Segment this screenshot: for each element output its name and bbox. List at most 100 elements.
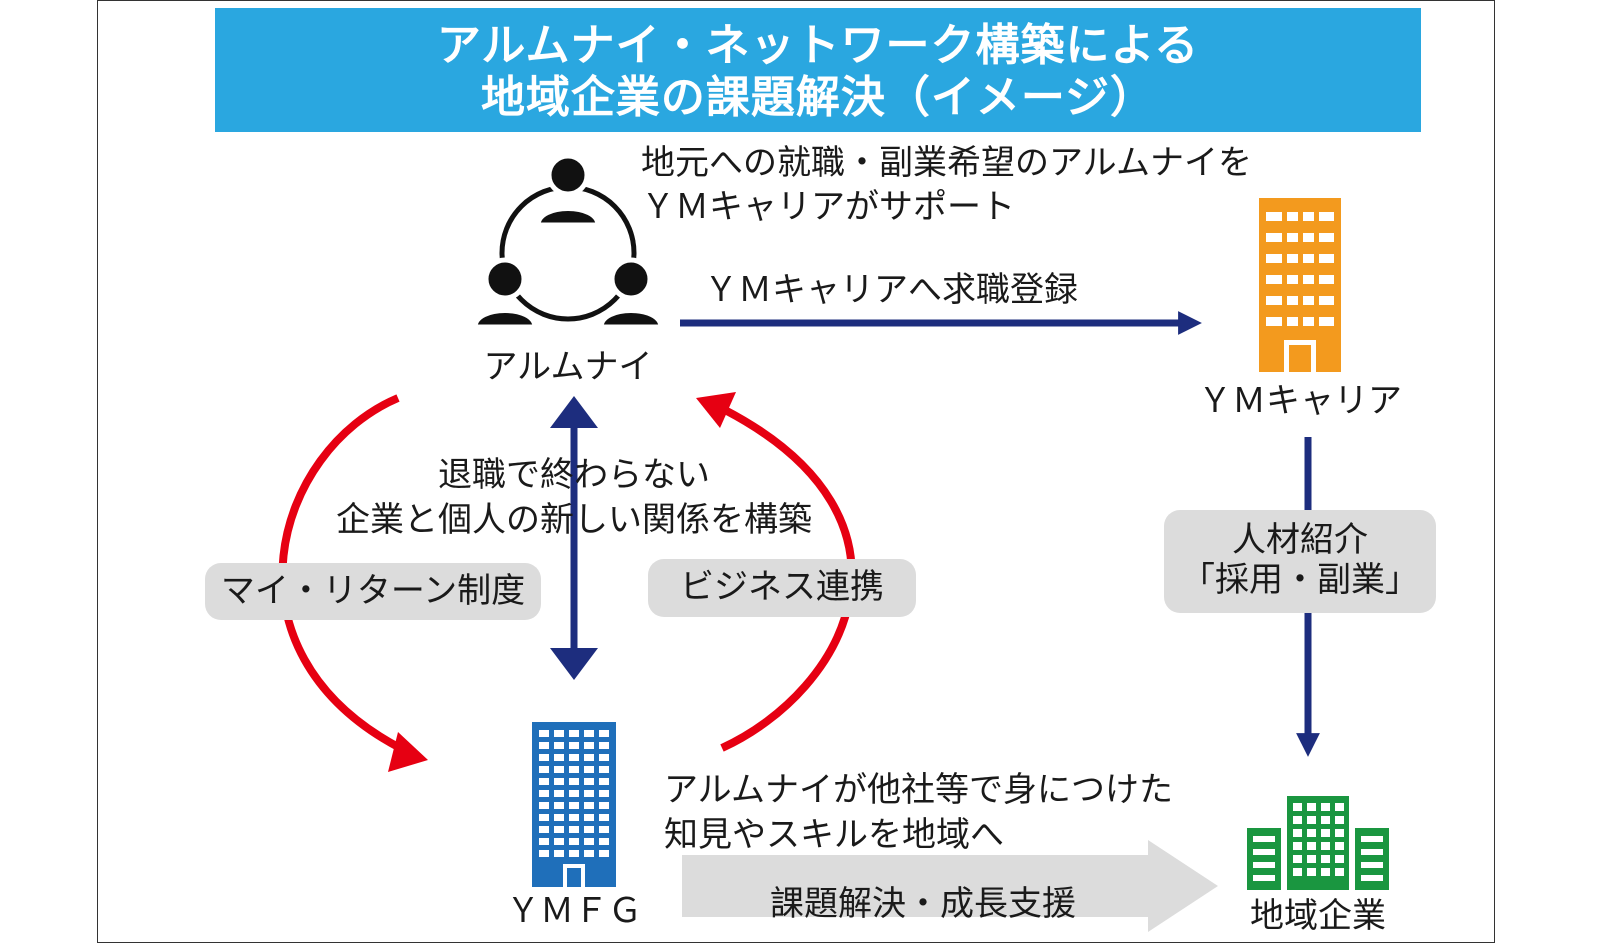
ymfg-window	[554, 766, 564, 773]
ymfg-window	[569, 826, 579, 833]
title-line-2: 地域企業の課題解決（イメージ）	[480, 72, 1156, 123]
company-window	[1335, 855, 1344, 863]
company-window	[1293, 803, 1302, 811]
diagram-frame	[97, 0, 1495, 943]
ymfg-window	[569, 754, 579, 761]
company-window	[1361, 862, 1383, 868]
support-note-line-2: ＹＭキャリアがサポート	[641, 187, 1015, 227]
ymfg-window	[539, 730, 549, 737]
company-window	[1293, 868, 1302, 876]
ymfg-building-icon	[532, 722, 616, 887]
company-window	[1321, 803, 1330, 811]
company-window	[1335, 816, 1344, 824]
ymfg-window	[584, 826, 594, 833]
ymfg-window	[554, 778, 564, 785]
ymfg-window	[539, 742, 549, 749]
company-window	[1307, 829, 1316, 837]
company-window	[1307, 868, 1316, 876]
ymfg-window	[584, 778, 594, 785]
ymfg-window	[599, 778, 609, 785]
ymfg-window	[539, 802, 549, 809]
ymfg-window	[584, 730, 594, 737]
ymfg-window	[554, 850, 564, 857]
ymfg-window	[539, 766, 549, 773]
ymfg-window	[569, 742, 579, 749]
ymfg-window	[554, 790, 564, 797]
ymfg-window	[554, 802, 564, 809]
ymfg-window	[584, 742, 594, 749]
ymfg-window	[599, 838, 609, 845]
company-window	[1253, 849, 1275, 855]
title-banner: アルムナイ・ネットワーク構築による 地域企業の課題解決（イメージ）	[215, 8, 1421, 132]
ymfg-window	[599, 754, 609, 761]
company-window	[1361, 849, 1383, 855]
company-window	[1253, 875, 1275, 881]
support-grey-arrow	[682, 840, 1218, 932]
ymfg-window	[569, 766, 579, 773]
ymfg-window	[554, 730, 564, 737]
ymfg-window	[599, 766, 609, 773]
ymfg-window	[554, 814, 564, 821]
ymfg-window	[584, 754, 594, 761]
person-icon-top	[535, 153, 601, 228]
company-window	[1293, 829, 1302, 837]
person-icon-right	[598, 257, 664, 330]
ymfg-window	[539, 850, 549, 857]
ymfg-window	[584, 838, 594, 845]
company-window	[1361, 836, 1383, 842]
company-window	[1335, 842, 1344, 850]
ymfg-window	[584, 814, 594, 821]
ymfg-window	[599, 850, 609, 857]
company-window	[1321, 855, 1330, 863]
company-window	[1307, 816, 1316, 824]
ymfg-label: ＹＭＦＧ	[506, 891, 642, 931]
ymfg-window	[569, 778, 579, 785]
ymfg-window	[554, 838, 564, 845]
ymfg-window	[539, 838, 549, 845]
register-label: ＹＭキャリアへ求職登録	[704, 270, 1078, 310]
ymfg-window	[539, 826, 549, 833]
ymfg-window	[539, 754, 549, 761]
company-window	[1253, 836, 1275, 842]
ymfg-window	[599, 790, 609, 797]
company-window	[1321, 842, 1330, 850]
local-company-building-icon	[1247, 796, 1389, 890]
title-line-1: アルムナイ・ネットワーク構築による	[436, 20, 1200, 71]
referral-pill-line-1: 人材紹介	[1232, 520, 1368, 560]
ymfg-window	[599, 802, 609, 809]
ymfg-window	[584, 766, 594, 773]
company-window	[1307, 842, 1316, 850]
ymfg-window	[599, 814, 609, 821]
ymfg-window	[554, 754, 564, 761]
support-note-line-1: 地元への就職・副業希望のアルムナイを	[641, 143, 1252, 183]
company-window	[1321, 816, 1330, 824]
ymfg-window	[554, 742, 564, 749]
ymfg-window	[569, 814, 579, 821]
knowledge-note-line-1: アルムナイが他社等で身につけた	[664, 770, 1173, 810]
relationship-note-line-1: 退職で終わらない	[438, 455, 710, 495]
ymfg-window	[539, 814, 549, 821]
company-window	[1293, 842, 1302, 850]
ym-career-building-icon	[1259, 198, 1341, 372]
company-window	[1307, 855, 1316, 863]
my-return-red-arrow	[278, 394, 428, 772]
ymfg-window	[569, 802, 579, 809]
referral-pill: 人材紹介 「採用・副業」	[1164, 510, 1436, 613]
ymfg-window	[554, 826, 564, 833]
company-window	[1321, 868, 1330, 876]
ymfg-window	[584, 802, 594, 809]
alumni-label: アルムナイ	[483, 347, 653, 387]
my-return-pill: マイ・リターン制度	[205, 563, 541, 620]
ymfg-window	[539, 778, 549, 785]
company-window	[1361, 875, 1383, 881]
ymfg-window	[569, 850, 579, 857]
support-arrow-label: 課題解決・成長支援	[770, 884, 1076, 924]
ymfg-window	[599, 742, 609, 749]
ymfg-window	[569, 838, 579, 845]
ymfg-window	[584, 790, 594, 797]
ymfg-window	[569, 730, 579, 737]
company-window	[1335, 829, 1344, 837]
ymfg-window	[599, 826, 609, 833]
ymfg-window	[539, 790, 549, 797]
